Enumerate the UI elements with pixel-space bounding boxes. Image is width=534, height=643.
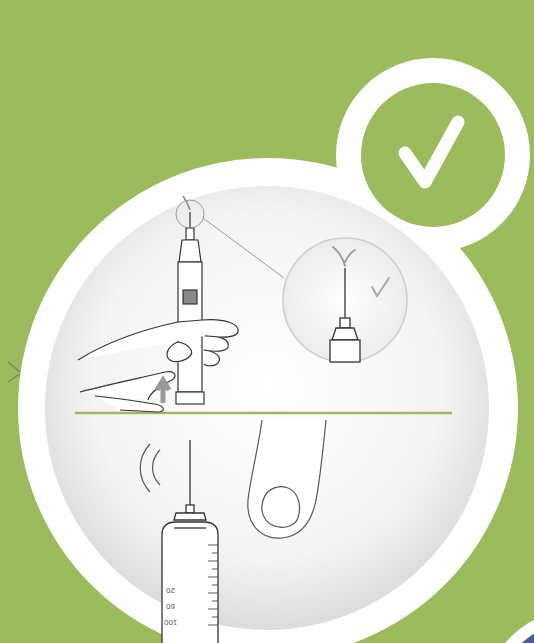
hand-figure (78, 320, 238, 412)
magnify-circle (283, 238, 407, 362)
corner-ring (485, 610, 534, 643)
syringe-figure (162, 440, 218, 643)
edge-mark (8, 362, 20, 382)
magnified-needle (330, 268, 360, 362)
pen-figure (176, 212, 204, 404)
corner-circle (497, 622, 534, 643)
zoom-circle (176, 200, 204, 228)
drop-spray (183, 196, 190, 210)
small-check (372, 278, 389, 296)
finger-figure (248, 420, 326, 538)
inner-disc (45, 186, 489, 630)
scale-number: 20 (166, 586, 175, 594)
check-mark (405, 122, 458, 182)
badge-circle (361, 83, 505, 227)
scale-ticks (208, 545, 218, 625)
tap-marks (140, 444, 160, 492)
divider-line (75, 412, 452, 415)
zoom-leader (203, 218, 284, 278)
drop-spray (333, 247, 355, 266)
scale-number: 60 (166, 602, 175, 610)
push-arrow (157, 380, 169, 403)
scale-number: 100 (164, 618, 177, 626)
